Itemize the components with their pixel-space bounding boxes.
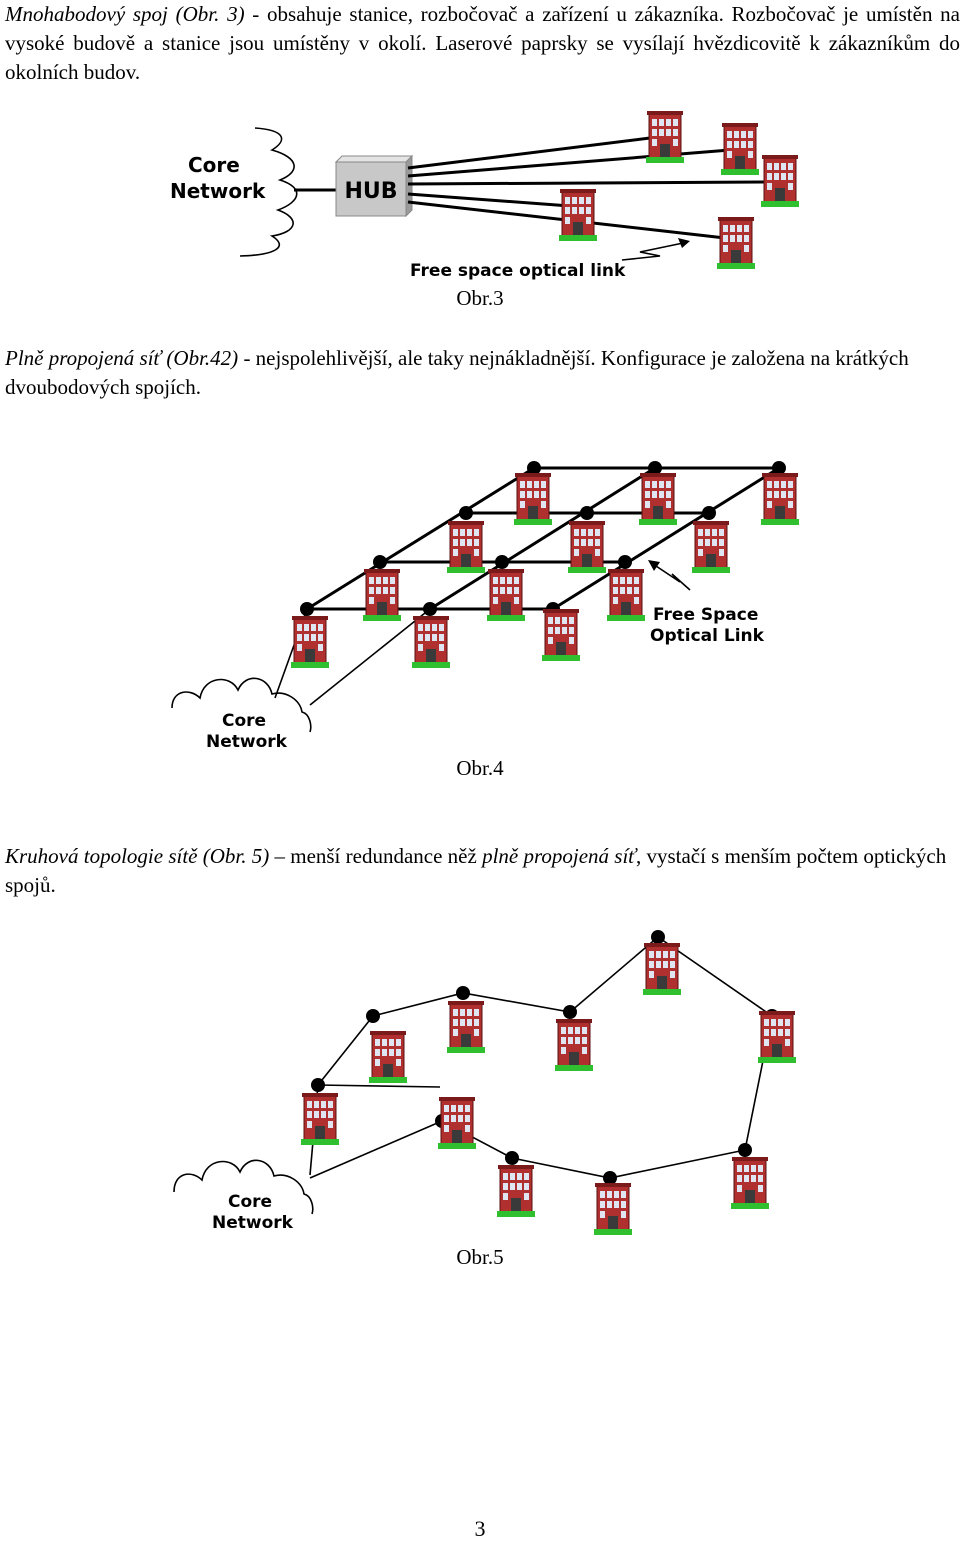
building-icon xyxy=(446,520,486,574)
core-network-label: Network xyxy=(212,1213,294,1233)
building-icon xyxy=(760,154,800,208)
building-icon xyxy=(567,520,607,574)
free-space-link-label: Optical Link xyxy=(650,626,765,646)
building-icon xyxy=(606,568,646,622)
building-icon xyxy=(362,568,402,622)
optical-link xyxy=(407,192,571,208)
paragraph-text: – menší redundance něž xyxy=(269,844,483,868)
building-icon xyxy=(446,1000,486,1054)
building-icon xyxy=(513,472,553,526)
paragraph-multipoint: Mnohabodový spoj (Obr. 3) - obsahuje sta… xyxy=(5,0,960,87)
hub-label: HUB xyxy=(344,179,397,204)
optical-link xyxy=(407,136,651,170)
ring-link xyxy=(317,935,773,1179)
building-icon xyxy=(411,615,451,669)
figure-full-mesh-diagram: Free Space Optical Link Core Network xyxy=(171,461,800,752)
paragraph-lead: Mnohabodový spoj (Obr. 3) xyxy=(5,2,245,26)
figure-caption: Obr.4 xyxy=(456,756,504,780)
free-space-link-label: Free Space xyxy=(653,605,758,625)
page-number: 3 xyxy=(474,1516,486,1541)
building-icon xyxy=(496,1164,536,1218)
building-icon xyxy=(554,1018,594,1072)
paragraph-emphasis: plně propojená síť xyxy=(482,844,636,868)
core-network-cloud xyxy=(173,1159,314,1215)
hub-box xyxy=(335,161,407,217)
building-icon xyxy=(437,1096,477,1150)
figure-multipoint-diagram: Core Network HUB Free space optical link xyxy=(170,110,800,280)
paragraph-text: - obsahuje stanice, rozbočovač a zařízen… xyxy=(5,2,960,84)
figure-caption: Obr.3 xyxy=(456,286,504,310)
core-network-label: Core xyxy=(222,711,266,731)
building-icon xyxy=(300,1092,340,1146)
lightning-arrow-icon xyxy=(649,561,691,591)
building-icon xyxy=(760,472,800,526)
lightning-arrow-icon xyxy=(621,241,689,261)
building-icon xyxy=(730,1156,770,1210)
paragraph-full-mesh: Plně propojená síť (Obr.42) - nejspolehl… xyxy=(5,344,960,402)
building-icon xyxy=(716,216,756,270)
paragraph-lead: Plně propojená síť (Obr.42) xyxy=(5,346,239,370)
building-icon xyxy=(720,122,760,176)
building-icon xyxy=(691,520,731,574)
core-network-cloud xyxy=(239,127,298,257)
building-icon xyxy=(541,608,581,662)
building-icon xyxy=(486,568,526,622)
core-network-label: Core xyxy=(188,153,240,177)
building-icon xyxy=(645,110,685,164)
figure-ring-diagram: Core Network xyxy=(173,930,797,1236)
building-icon xyxy=(642,942,682,996)
building-icon xyxy=(638,472,678,526)
paragraph-ring: Kruhová topologie sítě (Obr. 5) – menší … xyxy=(5,842,960,900)
optical-link xyxy=(407,180,767,186)
core-network-label: Network xyxy=(170,179,266,203)
free-space-link-label: Free space optical link xyxy=(410,261,626,280)
paragraph-text: , vystačí s menším počtem optických spoj… xyxy=(5,844,947,897)
building-icon xyxy=(368,1030,408,1084)
paragraph-text: - nejspolehlivější, ale taky nejnákladně… xyxy=(5,346,909,399)
core-network-cloud xyxy=(171,677,312,733)
building-icon xyxy=(757,1010,797,1064)
paragraph-lead: Kruhová topologie sítě (Obr. 5) xyxy=(5,844,270,868)
core-network-label: Network xyxy=(206,732,288,752)
building-icon xyxy=(290,615,330,669)
figure-caption: Obr.5 xyxy=(456,1245,504,1269)
building-icon xyxy=(593,1182,633,1236)
building-icon xyxy=(558,188,598,242)
core-network-label: Core xyxy=(228,1192,272,1212)
